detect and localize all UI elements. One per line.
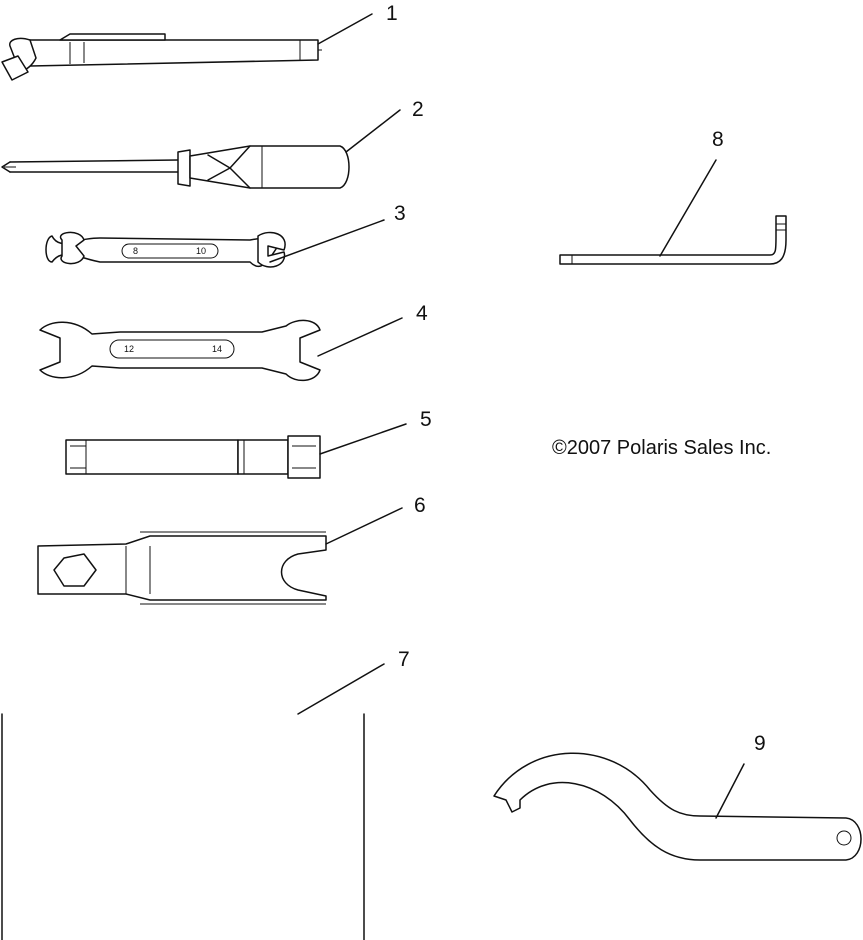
wrench-large-size-right: 14 [212,344,222,354]
callout-5: 5 [420,408,432,431]
leader-line-6 [325,507,403,545]
part-2-screwdriver [1,145,350,189]
callout-6: 6 [414,494,426,517]
part-5-socket [65,435,321,479]
wrench-large-size-left: 12 [124,344,134,354]
wrench-small-size-left: 8 [133,246,138,256]
leader-line-8 [659,159,717,257]
part-7-pouch [1,713,365,940]
leader-line-7 [297,663,385,715]
leader-line-1 [317,13,373,45]
copyright-notice: ©2007 Polaris Sales Inc. [552,437,771,459]
leader-line-5 [319,423,407,455]
part-4-wrench-large: 12 14 [39,319,321,382]
callout-4: 4 [416,302,428,325]
leader-line-2 [345,109,401,153]
callout-8: 8 [712,128,724,151]
callout-3: 3 [394,202,406,225]
part-6-hex-handle [37,531,327,605]
callout-9: 9 [754,732,766,755]
part-9-spanner-wrench [493,752,862,861]
wrench-small-size-right: 10 [196,246,206,256]
part-1-tool [1,33,322,81]
part-8-hex-key [559,215,787,265]
callout-7: 7 [398,648,410,671]
leader-line-3 [269,219,385,263]
part-3-wrench-small: 8 10 [45,231,286,268]
callout-1: 1 [386,2,398,25]
leader-line-4 [317,317,403,357]
leader-line-9 [715,763,745,819]
callout-2: 2 [412,98,424,121]
